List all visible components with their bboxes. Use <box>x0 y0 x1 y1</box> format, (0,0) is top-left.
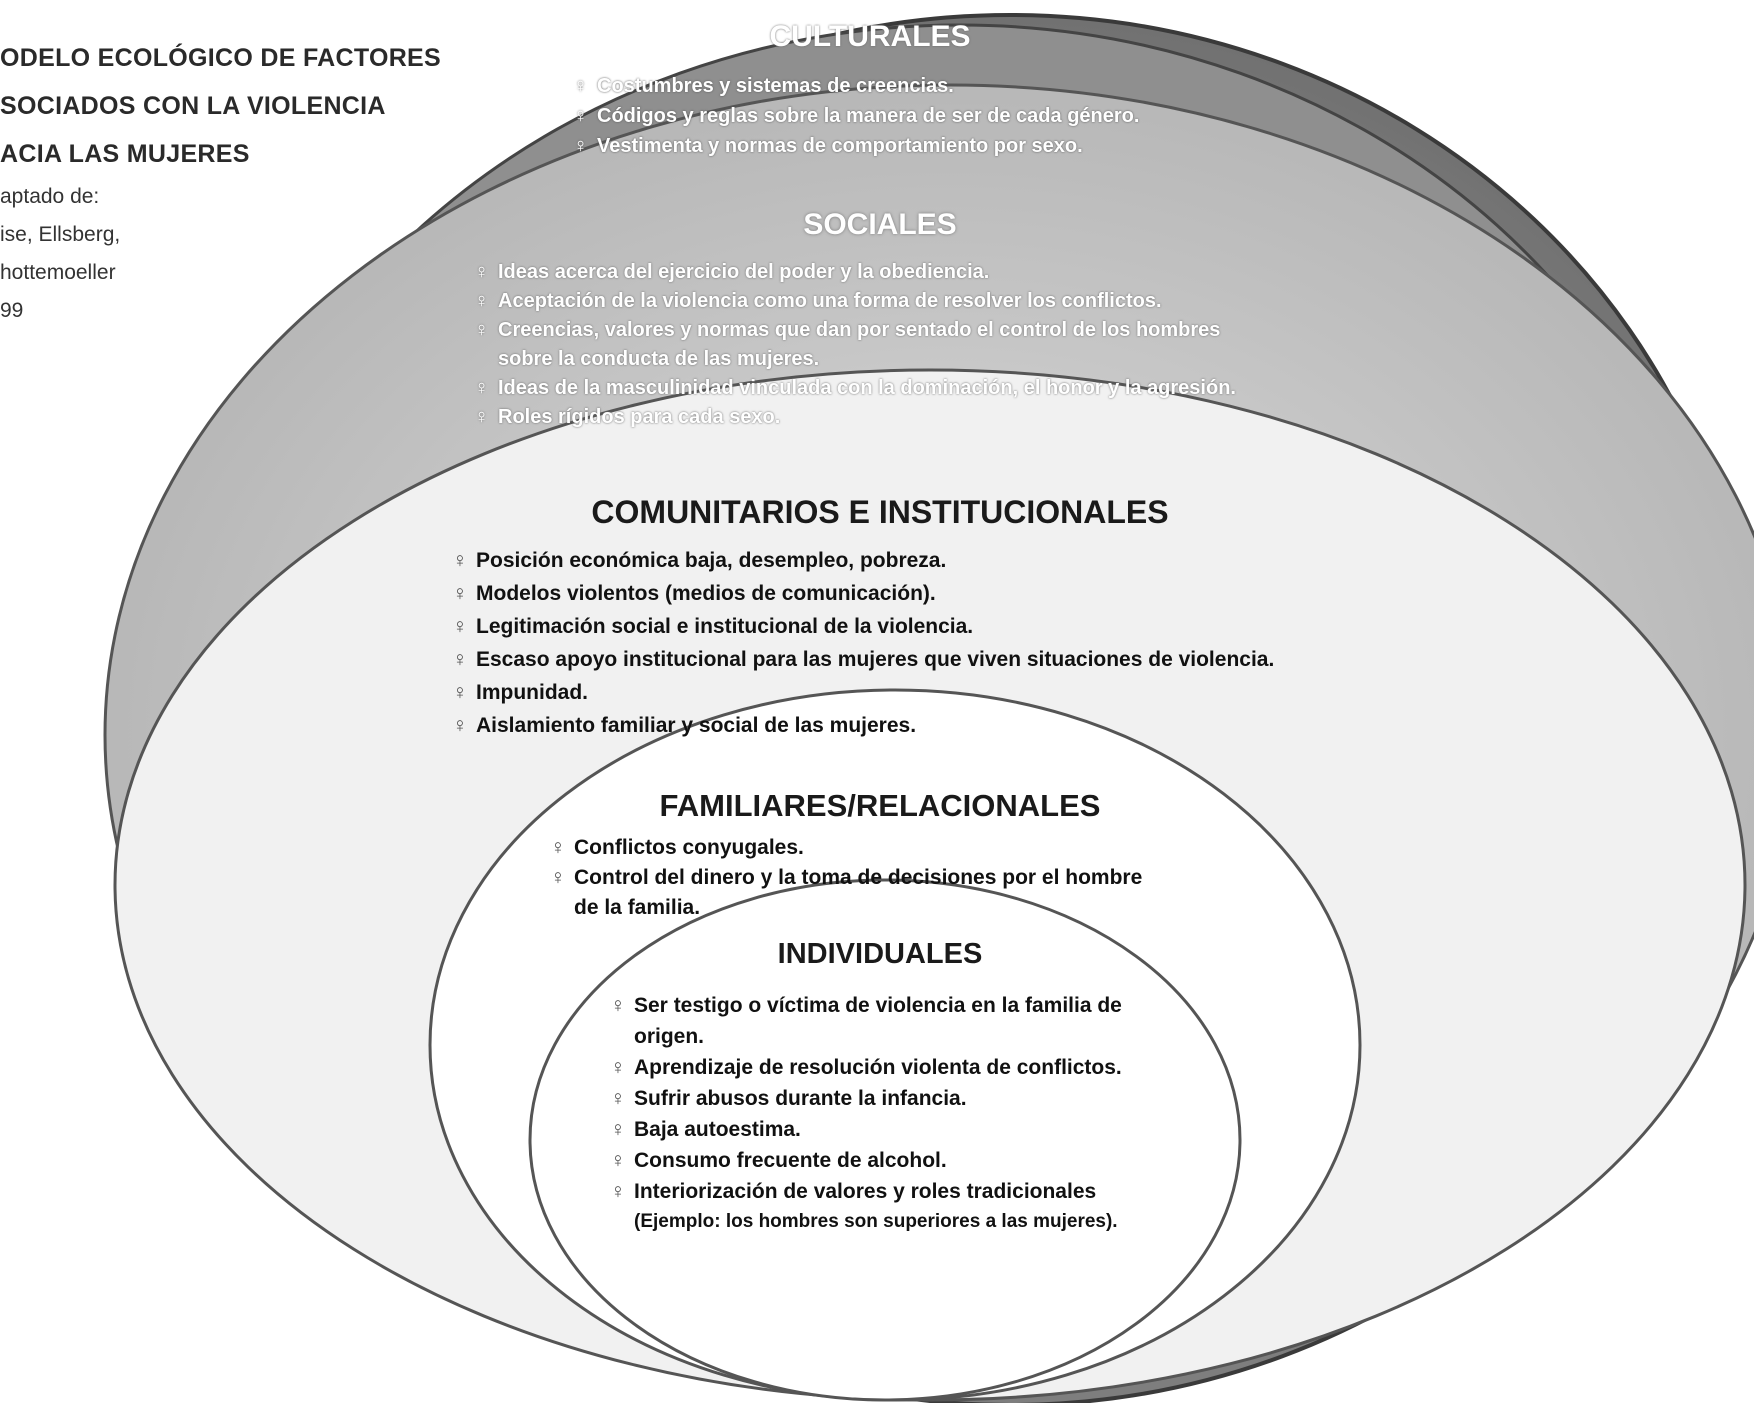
item-text: Legitimación social e institucional de l… <box>476 615 974 638</box>
list-item: ♀ Baja autoestima. <box>610 1114 1170 1145</box>
list-item-continuation: sobre la conducta de las mujeres. <box>474 345 1236 374</box>
list-item: ♀ Costumbres y sistemas de creencias. <box>573 71 1139 101</box>
item-text: Creencias, valores y normas que dan por … <box>498 319 1221 341</box>
female-symbol-icon: ♀ <box>573 135 588 157</box>
item-text: Vestimenta y normas de comportamiento po… <box>597 135 1083 157</box>
list-item: ♀ Conflictos conyugales. <box>550 833 1142 863</box>
female-symbol-icon: ♀ <box>573 75 588 97</box>
female-symbol-icon: ♀ <box>452 681 468 704</box>
source-line: ise, Ellsberg, <box>0 223 121 246</box>
ring-individuales <box>528 878 1242 1402</box>
item-text: Consumo frecuente de alcohol. <box>634 1149 947 1172</box>
item-text: Aprendizaje de resolución violenta de co… <box>634 1056 1122 1079</box>
diagram-side-title: ODELO ECOLÓGICO DE FACTORES SOCIADOS CON… <box>0 34 480 178</box>
source-line: hottemoeller <box>0 261 116 284</box>
female-symbol-icon: ♀ <box>452 615 468 638</box>
source-line: aptado de: <box>0 185 100 208</box>
list-item: ♀ Roles rígidos para cada sexo. <box>474 403 1236 432</box>
list-culturales: ♀ Costumbres y sistemas de creencias. ♀ Có… <box>573 71 1139 161</box>
female-symbol-icon: ♀ <box>474 406 489 428</box>
item-text: Interiorización de valores y roles tradi… <box>634 1180 1097 1203</box>
item-text: Baja autoestima. <box>634 1118 801 1141</box>
female-symbol-icon: ♀ <box>474 290 489 312</box>
item-text: Aceptación de la violencia como una form… <box>498 290 1162 312</box>
item-text: Impunidad. <box>476 681 588 704</box>
item-text: Modelos violentos (medios de comunicació… <box>476 582 936 605</box>
female-symbol-icon: ♀ <box>610 1118 626 1141</box>
list-item: ♀ Modelos violentos (medios de comunicaci… <box>452 577 1274 610</box>
item-text: Códigos y reglas sobre la manera de ser … <box>597 105 1140 127</box>
side-title-line: ODELO ECOLÓGICO DE FACTORES <box>0 44 442 72</box>
list-item: ♀ Aislamiento familiar y social de las mu… <box>452 709 1274 742</box>
female-symbol-icon: ♀ <box>610 994 626 1017</box>
level-title-culturales: CULTURALES <box>769 20 971 53</box>
list-item: ♀ Creencias, valores y normas que dan por… <box>474 316 1236 345</box>
level-title-individuales: INDIVIDUALES <box>777 938 983 970</box>
item-text: sobre la conducta de las mujeres. <box>498 348 820 370</box>
item-text: Ser testigo o víctima de violencia en la… <box>634 994 1122 1048</box>
female-symbol-icon: ♀ <box>550 866 566 889</box>
female-symbol-icon: ♀ <box>452 549 468 572</box>
female-symbol-icon: ♀ <box>610 1149 626 1172</box>
female-symbol-icon: ♀ <box>573 105 588 127</box>
item-text: Ideas acerca del ejercicio del poder y l… <box>498 261 990 283</box>
item-text: Roles rígidos para cada sexo. <box>498 406 781 428</box>
level-title-comunitarios: COMUNITARIOS E INSTITUCIONALES <box>591 494 1169 530</box>
list-item: ♀ Escaso apoyo institucional para las muj… <box>452 643 1274 676</box>
list-item: ♀ Códigos y reglas sobre la manera de ser… <box>573 101 1139 131</box>
item-text: Aislamiento familiar y social de las muj… <box>476 714 917 737</box>
item-text: Escaso apoyo institucional para las muje… <box>476 648 1275 671</box>
item-text: Sufrir abusos durante la infancia. <box>634 1087 967 1110</box>
side-title-line: SOCIADOS CON LA VIOLENCIA <box>0 92 386 120</box>
female-symbol-icon: ♀ <box>452 648 468 671</box>
list-item: ♀ Posición económica baja, desempleo, pob… <box>452 544 1274 577</box>
item-text: Control del dinero y la toma de decision… <box>574 866 1143 889</box>
list-item: ♀ Legitimación social e institucional de … <box>452 610 1274 643</box>
example-note: (Ejemplo: los hombres son superiores a l… <box>634 1211 1118 1232</box>
side-title-line: ACIA LAS MUJERES <box>0 140 250 168</box>
list-item-continuation: de la familia. <box>550 893 1142 923</box>
list-item: ♀ Aceptación de la violencia como una for… <box>474 287 1236 316</box>
list-item: ♀ Sufrir abusos durante la infancia. <box>610 1083 1170 1114</box>
female-symbol-icon: ♀ <box>610 1087 626 1110</box>
list-item: ♀ Ideas de la masculinidad vinculada con … <box>474 374 1236 403</box>
list-sociales: ♀ Ideas acerca del ejercicio del poder y … <box>474 258 1236 432</box>
female-symbol-icon: ♀ <box>452 714 468 737</box>
list-comunitarios: ♀ Posición económica baja, desempleo, pob… <box>452 544 1274 742</box>
source-line: 99 <box>0 299 24 322</box>
female-symbol-icon: ♀ <box>550 836 566 859</box>
list-item: ♀ Interiorización de valores y roles trad… <box>610 1176 1170 1236</box>
item-text: Ideas de la masculinidad vinculada con l… <box>498 377 1236 399</box>
female-symbol-icon: ♀ <box>610 1180 626 1203</box>
list-item: ♀ Vestimenta y normas de comportamiento p… <box>573 131 1139 161</box>
item-text: Costumbres y sistemas de creencias. <box>597 75 954 97</box>
female-symbol-icon: ♀ <box>452 582 468 605</box>
female-symbol-icon: ♀ <box>474 261 489 283</box>
list-familiares: ♀ Conflictos conyugales. ♀ Control del din… <box>550 833 1142 923</box>
list-individuales: ♀ Ser testigo o víctima de violencia en l… <box>610 990 1170 1236</box>
item-text: de la familia. <box>574 896 701 919</box>
item-text: Posición económica baja, desempleo, pobr… <box>476 549 947 572</box>
list-item: ♀ Impunidad. <box>452 676 1274 709</box>
list-item: ♀ Consumo frecuente de alcohol. <box>610 1145 1170 1176</box>
female-symbol-icon: ♀ <box>474 319 489 341</box>
list-item: ♀ Aprendizaje de resolución violenta de c… <box>610 1052 1170 1083</box>
level-title-sociales: SOCIALES <box>803 208 957 241</box>
diagram-source-note: aptado de: ise, Ellsberg, hottemoeller 9… <box>0 178 200 330</box>
female-symbol-icon: ♀ <box>610 1056 626 1079</box>
list-item: ♀ Control del dinero y la toma de decisio… <box>550 863 1142 893</box>
level-title-familiares: FAMILIARES/RELACIONALES <box>659 788 1101 823</box>
female-symbol-icon: ♀ <box>474 377 489 399</box>
item-text: Conflictos conyugales. <box>574 836 804 859</box>
list-item: ♀ Ideas acerca del ejercicio del poder y … <box>474 258 1236 287</box>
list-item: ♀ Ser testigo o víctima de violencia en l… <box>610 990 1170 1052</box>
